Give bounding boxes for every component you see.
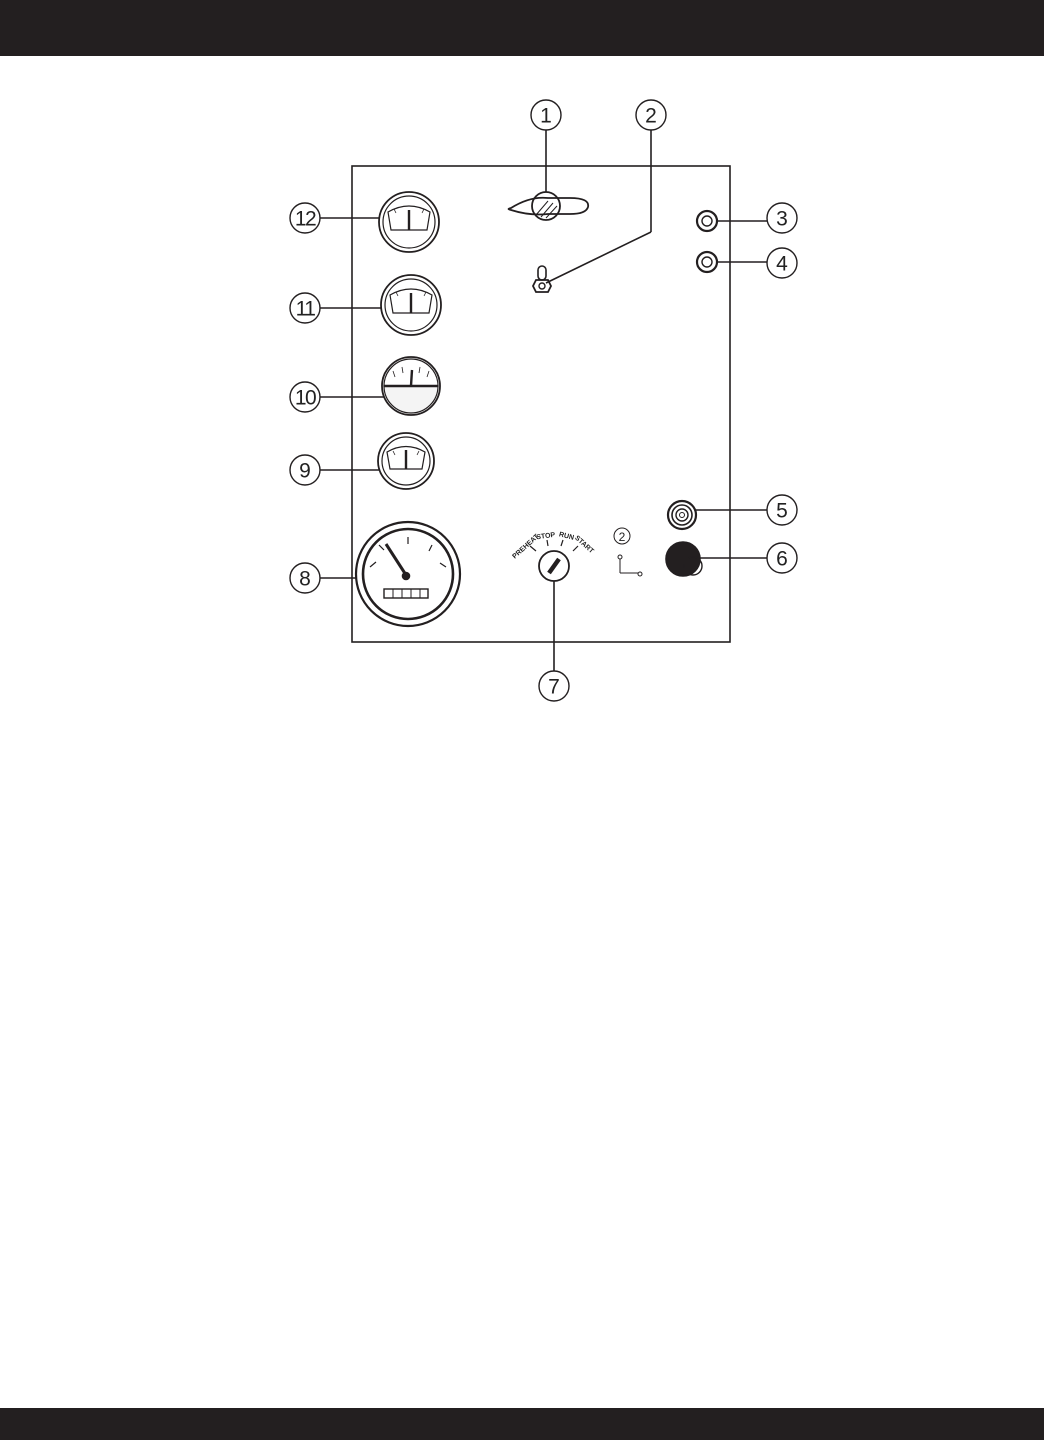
t-handle-icon — [509, 192, 589, 220]
callout-4: 4 — [776, 253, 788, 276]
gauge-icon — [381, 275, 441, 335]
inset-callout: 2 — [619, 530, 626, 544]
key-switch-icon — [530, 540, 578, 581]
leader-line-2b — [546, 232, 651, 283]
callout-12: 12 — [295, 208, 316, 231]
callout-2: 2 — [645, 105, 657, 128]
indicator-light-icon — [697, 211, 717, 231]
position-stop: STOP — [536, 532, 556, 542]
callout-1: 1 — [540, 105, 552, 128]
callout-11: 11 — [296, 298, 316, 321]
gauge-icon — [382, 357, 440, 415]
callout-6: 6 — [776, 548, 788, 571]
push-button-icon — [668, 501, 696, 529]
indicator-light-icon — [697, 252, 717, 272]
tachometer-hourmeter-icon — [356, 522, 460, 626]
position-start: START — [573, 535, 595, 556]
position-run: RUN — [558, 531, 574, 541]
pull-knob-icon — [666, 542, 702, 576]
gauge-icon — [379, 192, 439, 252]
toggle-switch-icon — [533, 266, 551, 292]
callout-8: 8 — [299, 568, 311, 591]
callout-5: 5 — [776, 500, 788, 523]
callout-9: 9 — [299, 460, 311, 483]
callout-10: 10 — [295, 387, 316, 410]
gauge-icon — [378, 433, 434, 489]
callout-7: 7 — [548, 676, 560, 699]
callout-3: 3 — [776, 208, 788, 231]
